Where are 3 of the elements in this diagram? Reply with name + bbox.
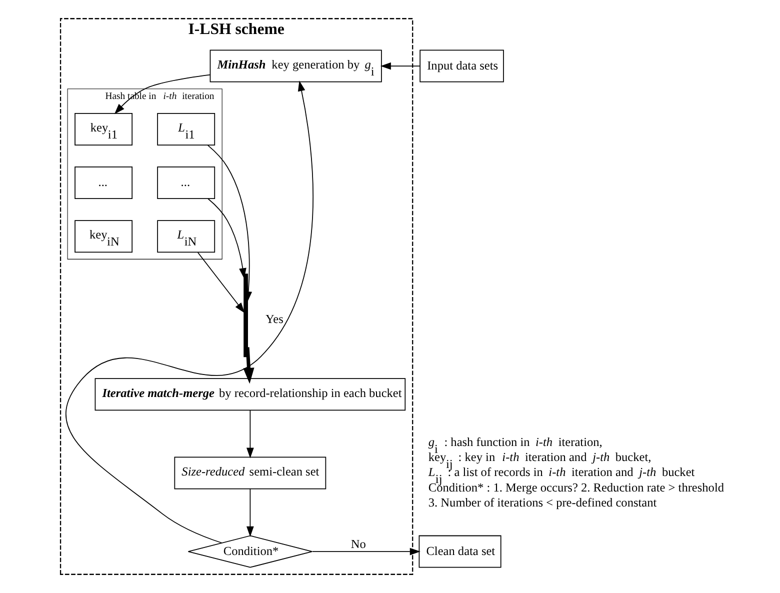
label: 3. Number of iterations < pre-defined constant — [428, 496, 657, 510]
edge-label: No — [350, 537, 366, 552]
edge-label: Yes — [266, 312, 284, 326]
